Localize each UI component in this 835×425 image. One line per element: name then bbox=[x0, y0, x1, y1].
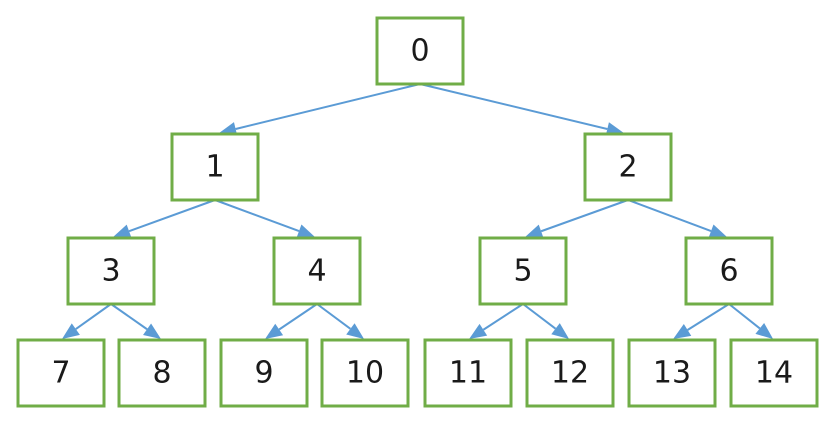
tree-node-0: 0 bbox=[375, 16, 465, 86]
edge-6-13 bbox=[673, 303, 730, 339]
node-box bbox=[117, 338, 207, 408]
node-label: 1 bbox=[205, 150, 224, 185]
edge-5-12 bbox=[522, 303, 570, 339]
arrowhead-icon bbox=[219, 122, 238, 136]
tree-node-7: 7 bbox=[16, 338, 106, 408]
arrowhead-icon bbox=[551, 323, 570, 339]
edge-line bbox=[110, 303, 148, 331]
node-label: 7 bbox=[51, 356, 70, 391]
arrowhead-icon bbox=[143, 323, 161, 339]
node-box bbox=[478, 236, 568, 306]
arrowhead-icon bbox=[708, 224, 727, 238]
node-label: 3 bbox=[101, 254, 120, 289]
tree-node-12: 12 bbox=[525, 338, 615, 408]
arrowhead-icon bbox=[113, 224, 132, 238]
node-label: 4 bbox=[307, 254, 326, 289]
edge-line bbox=[540, 199, 629, 233]
node-label: 2 bbox=[618, 150, 637, 185]
edge-line bbox=[214, 199, 300, 233]
edge-line bbox=[75, 303, 112, 330]
node-box bbox=[66, 236, 156, 306]
node-label: 9 bbox=[254, 356, 273, 391]
edge-line bbox=[728, 303, 761, 330]
node-label: 11 bbox=[449, 356, 487, 391]
edge-4-10 bbox=[316, 303, 365, 339]
edge-4-9 bbox=[265, 303, 318, 339]
tree-node-14: 14 bbox=[729, 338, 819, 408]
edges-layer bbox=[62, 83, 774, 339]
node-label: 6 bbox=[719, 254, 738, 289]
tree-node-9: 9 bbox=[219, 338, 309, 408]
node-label: 5 bbox=[513, 254, 532, 289]
node-box bbox=[16, 338, 106, 408]
node-label: 8 bbox=[152, 356, 171, 391]
tree-node-6: 6 bbox=[684, 236, 774, 306]
tree-node-1: 1 bbox=[170, 132, 260, 202]
tree-node-4: 4 bbox=[272, 236, 362, 306]
edge-3-8 bbox=[110, 303, 161, 339]
edge-1-4 bbox=[214, 199, 315, 238]
edge-line bbox=[627, 199, 712, 232]
node-box bbox=[423, 338, 513, 408]
tree-node-10: 10 bbox=[320, 338, 410, 408]
arrowhead-icon bbox=[605, 122, 624, 136]
node-label: 10 bbox=[346, 356, 384, 391]
node-box bbox=[219, 338, 309, 408]
node-box bbox=[320, 338, 410, 408]
edge-3-7 bbox=[62, 303, 112, 339]
arrowhead-icon bbox=[525, 224, 544, 238]
edge-2-5 bbox=[525, 199, 629, 238]
edge-0-2 bbox=[419, 83, 624, 136]
node-label: 12 bbox=[551, 356, 589, 391]
edge-0-1 bbox=[219, 83, 421, 136]
edge-line bbox=[128, 199, 216, 233]
node-box bbox=[729, 338, 819, 408]
node-box bbox=[525, 338, 615, 408]
node-box bbox=[375, 16, 465, 86]
node-box bbox=[272, 236, 362, 306]
node-label: 0 bbox=[410, 34, 429, 69]
edge-1-3 bbox=[113, 199, 216, 238]
edge-5-11 bbox=[469, 303, 524, 339]
arrowhead-icon bbox=[673, 324, 692, 339]
node-label: 13 bbox=[653, 356, 691, 391]
tree-node-13: 13 bbox=[627, 338, 717, 408]
node-box bbox=[627, 338, 717, 408]
node-box bbox=[583, 132, 673, 202]
edge-line bbox=[687, 303, 730, 331]
tree-node-3: 3 bbox=[66, 236, 156, 306]
edge-line bbox=[482, 303, 524, 331]
arrowhead-icon bbox=[265, 323, 284, 339]
tree-node-8: 8 bbox=[117, 338, 207, 408]
arrowhead-icon bbox=[755, 322, 774, 339]
edge-line bbox=[235, 83, 421, 130]
tree-node-5: 5 bbox=[478, 236, 568, 306]
arrowhead-icon bbox=[296, 224, 315, 238]
arrowhead-icon bbox=[62, 323, 80, 339]
edge-line bbox=[278, 303, 318, 331]
edge-2-6 bbox=[627, 199, 727, 238]
tree-node-11: 11 bbox=[423, 338, 513, 408]
edge-line bbox=[522, 303, 557, 330]
arrowhead-icon bbox=[469, 323, 488, 339]
edge-line bbox=[419, 83, 608, 130]
arrowhead-icon bbox=[346, 323, 365, 339]
edge-line bbox=[316, 303, 351, 330]
node-label: 14 bbox=[755, 356, 793, 391]
tree-node-2: 2 bbox=[583, 132, 673, 202]
edge-6-14 bbox=[728, 303, 774, 339]
node-box bbox=[684, 236, 774, 306]
node-box bbox=[170, 132, 260, 202]
